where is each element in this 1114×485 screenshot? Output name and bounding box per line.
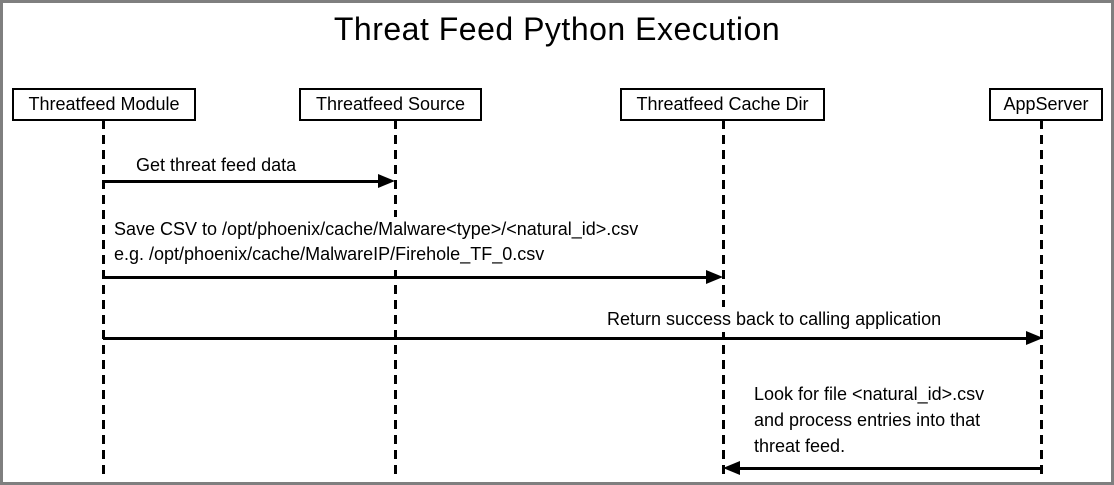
- message-label-line: and process entries into that: [754, 410, 981, 430]
- message-arrow-3: [103, 331, 1043, 345]
- diagram-title: Threat Feed Python Execution: [333, 11, 781, 47]
- actor-threatfeed-cache-dir: Threatfeed Cache Dir: [620, 88, 825, 121]
- lifeline-appserver: [1040, 120, 1043, 479]
- lifeline-threatfeed-source: [394, 120, 397, 479]
- message-label-4: Look for file <natural_id>.csv and proce…: [752, 381, 987, 459]
- message-label-2: Save CSV to /opt/phoenix/cache/Malware<t…: [112, 217, 641, 267]
- actor-label: AppServer: [1003, 94, 1089, 114]
- message-label-line: threat feed.: [754, 436, 846, 456]
- message-label-line: Save CSV to /opt/phoenix/cache/Malware<t…: [114, 219, 639, 239]
- actor-appserver: AppServer: [989, 88, 1103, 121]
- arrowhead-left-icon: [723, 461, 740, 475]
- actor-label: Threatfeed Module: [28, 94, 180, 114]
- message-arrow-4: [723, 461, 1043, 475]
- actor-threatfeed-module: Threatfeed Module: [12, 88, 196, 121]
- lifeline-threatfeed-cache-dir: [722, 120, 725, 479]
- message-label-line: Get threat feed data: [136, 155, 297, 175]
- actor-label: Threatfeed Source: [315, 94, 466, 114]
- arrowhead-right-icon: [706, 270, 723, 284]
- arrow-shaft: [103, 179, 385, 183]
- message-label-3: Return success back to calling applicati…: [605, 307, 944, 332]
- message-arrow-1: [103, 174, 395, 188]
- arrow-shaft: [103, 275, 713, 279]
- arrowhead-right-icon: [1026, 331, 1043, 345]
- message-label-1: Get threat feed data: [134, 153, 299, 178]
- arrowhead-right-icon: [378, 174, 395, 188]
- actor-label: Threatfeed Cache Dir: [636, 94, 809, 114]
- arrow-shaft: [103, 336, 1033, 340]
- message-label-line: e.g. /opt/phoenix/cache/MalwareIP/Fireho…: [114, 244, 545, 264]
- lifeline-threatfeed-module: [102, 120, 105, 479]
- message-arrow-2: [103, 270, 723, 284]
- message-label-line: Return success back to calling applicati…: [607, 309, 942, 329]
- actor-threatfeed-source: Threatfeed Source: [299, 88, 482, 121]
- arrow-shaft: [733, 466, 1043, 470]
- message-label-line: Look for file <natural_id>.csv: [754, 384, 985, 404]
